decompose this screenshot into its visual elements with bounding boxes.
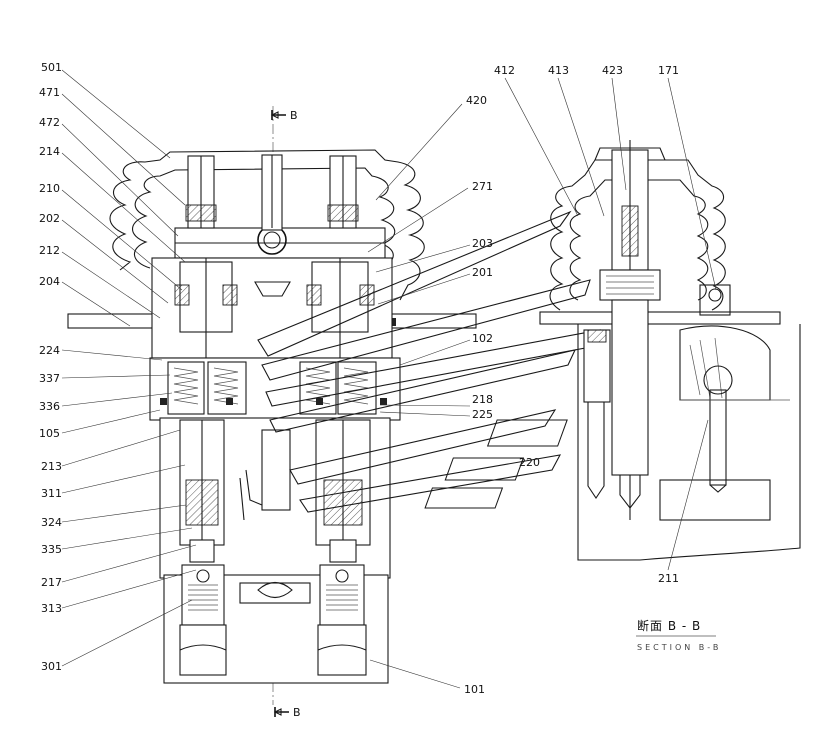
callout-171: 171 [658, 64, 679, 77]
callout-217: 217 [41, 576, 62, 589]
callout-202: 202 [39, 212, 60, 225]
callout-210: 210 [39, 182, 60, 195]
callout-311: 311 [41, 487, 62, 500]
section-mark-top: B [290, 109, 298, 122]
callout-271: 271 [472, 180, 493, 193]
callout-105: 105 [39, 427, 60, 440]
callout-213: 213 [41, 460, 62, 473]
callout-212: 212 [39, 244, 60, 257]
callout-335: 335 [41, 543, 62, 556]
callout-472: 472 [39, 116, 60, 129]
callout-102: 102 [472, 332, 493, 345]
callout-224: 224 [39, 344, 60, 357]
callout-201: 201 [472, 266, 493, 279]
callout-420: 420 [466, 94, 487, 107]
section-marks: B B [270, 109, 301, 719]
callout-423: 423 [602, 64, 623, 77]
callout-324: 324 [41, 516, 62, 529]
callout-301: 301 [41, 660, 62, 673]
callout-337: 337 [39, 372, 60, 385]
section-title-block: 断面 B - B SECTION B-B [636, 618, 721, 652]
flow-channels [257, 210, 601, 513]
callout-336: 336 [39, 400, 60, 413]
callout-225: 225 [472, 408, 493, 421]
callout-204: 204 [39, 275, 60, 288]
section-title: 断面 B - B [637, 618, 701, 633]
callout-413: 413 [548, 64, 569, 77]
callout-313: 313 [41, 602, 62, 615]
callout-labels: 501 471 472 214 210 202 212 204 224 337 … [39, 61, 679, 696]
callout-412: 412 [494, 64, 515, 77]
callout-218: 218 [472, 393, 493, 406]
callout-471: 471 [39, 86, 60, 99]
callout-220: 220 [519, 456, 540, 469]
callout-101: 101 [464, 683, 485, 696]
section-subtitle: SECTION B-B [637, 643, 721, 652]
callout-501: 501 [41, 61, 62, 74]
section-mark-bottom: B [293, 706, 301, 719]
callout-203: 203 [472, 237, 493, 250]
callout-214: 214 [39, 145, 60, 158]
leader-lines [61, 69, 717, 689]
section-bb-view [539, 140, 801, 561]
callout-211: 211 [658, 572, 679, 585]
